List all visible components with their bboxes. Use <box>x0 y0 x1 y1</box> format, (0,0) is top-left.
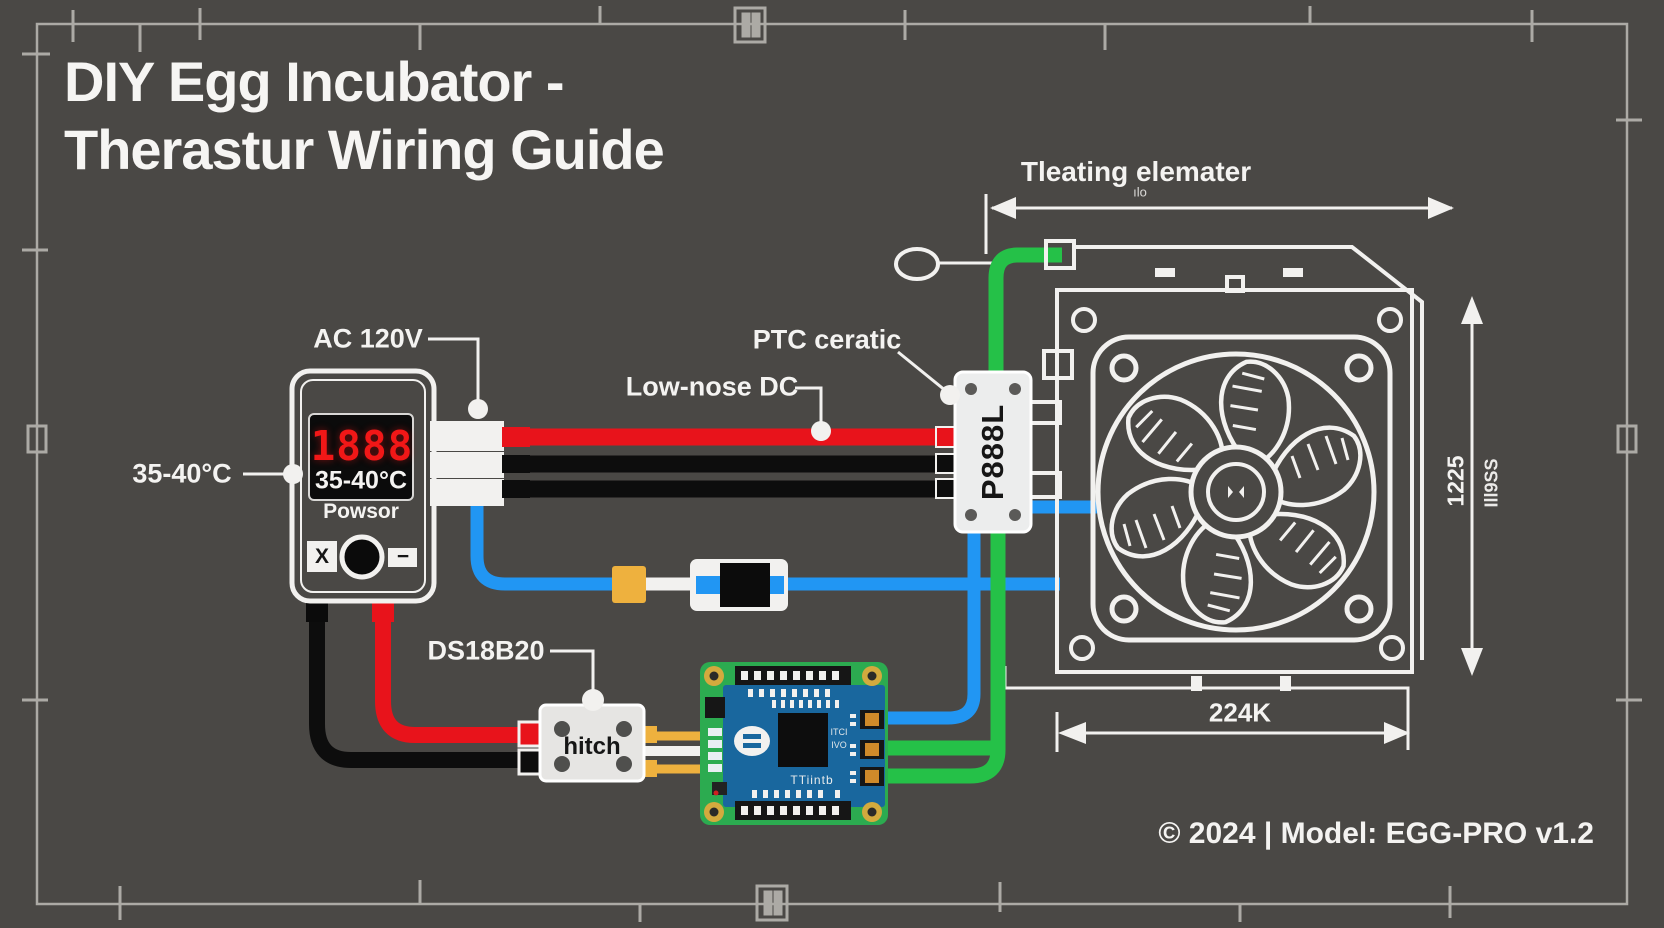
plate-connector <box>1042 349 1074 380</box>
registration-mark-right <box>1616 424 1638 454</box>
callout-heating-element-sub: ılo <box>1133 184 1147 200</box>
temp-switch-module <box>517 703 657 783</box>
pcb-tiny-label-1: ITCI <box>830 727 848 737</box>
callout-ds18b20: DS18B20 <box>427 635 545 666</box>
fan-ring <box>1095 351 1377 633</box>
registration-mark-left <box>26 424 48 454</box>
controller-pcb <box>700 662 888 825</box>
callout-dots <box>283 385 960 711</box>
callout-heating-element: Tleating elemater <box>1020 156 1252 187</box>
power-knob <box>339 534 385 580</box>
inline-fuse <box>612 566 646 603</box>
title-line-1: DIY Egg Incubator - <box>64 50 565 113</box>
pcb-chip <box>778 713 828 767</box>
callout-ac-voltage: AC 120V <box>313 323 423 354</box>
page-title: DIY Egg Incubator - Therastur Wiring Gui… <box>64 48 665 184</box>
footer-model-text: © 2024 | Model: EGG-PRO v1.2 <box>1158 817 1594 850</box>
heater-wire-connector <box>1044 239 1076 270</box>
dimension-height-label-1: 1225 <box>1442 455 1469 507</box>
pcb-tiny-label-2: IVO <box>831 740 847 750</box>
pcb-silkscreen: TTiintb <box>790 773 834 787</box>
thermostat-power-label: Powsor <box>323 500 399 523</box>
title-line-2: Therastur Wiring Guide <box>64 118 665 181</box>
thermostat-display <box>308 413 414 501</box>
pcb-right-pads <box>850 710 884 786</box>
heater-enclosure <box>1074 245 1424 660</box>
switch-module-label: hitch <box>563 733 621 760</box>
wire-red-switch <box>375 612 525 743</box>
fan-frame <box>1090 334 1393 643</box>
dimension-width-label: 224K <box>1208 697 1272 728</box>
callout-leader-lines <box>243 337 947 692</box>
button-minus <box>388 548 417 567</box>
probe-oval <box>894 247 995 281</box>
thermostat-minus-button-glyph: − <box>396 545 410 568</box>
diode-module <box>690 559 788 611</box>
callout-low-noise-dc: Low-nose DC <box>625 371 799 402</box>
thermostat-display-value: 1888 <box>310 422 414 470</box>
registration-mark-bottom <box>755 884 789 922</box>
wire-orange-sensor <box>650 731 706 774</box>
button-x <box>307 541 337 572</box>
fan-hub <box>1188 444 1284 540</box>
thermostat-x-button-glyph: X <box>314 545 330 568</box>
wire-black-switch <box>309 612 525 768</box>
thermostat-controller <box>289 368 530 622</box>
callout-ptc: PTC ceratic <box>752 324 902 355</box>
wire-green-heater <box>880 247 1062 784</box>
callout-temp-range: 35-40°C <box>132 458 232 489</box>
thermostat-display-range: 35-40°C <box>315 466 407 495</box>
relay-module <box>935 370 1062 534</box>
fan-assembly <box>1042 239 1424 674</box>
blueprint-border <box>22 6 1642 922</box>
pcb-logo <box>734 726 770 756</box>
relay-label: P888L <box>975 403 1010 501</box>
dimension-height-label-2: Ill9SS <box>1481 458 1502 508</box>
wire-black-neutral <box>515 455 940 498</box>
registration-mark-top <box>733 6 767 44</box>
